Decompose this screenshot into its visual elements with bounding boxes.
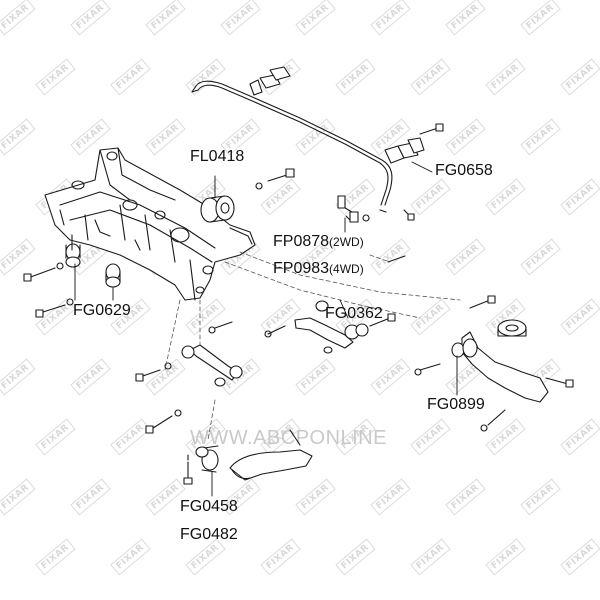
label-fg0362: FG0362	[325, 305, 383, 322]
leader-lines	[74, 161, 458, 497]
label-fl0418: FL0418	[190, 148, 245, 165]
bushing-fg0629-a	[65, 243, 81, 268]
bolt-fl0418	[255, 168, 295, 190]
label-fp0878-code: FP0878	[273, 233, 330, 250]
label-fp0983-note: (4WD)	[329, 262, 364, 276]
label-fg0482: FG0482	[180, 526, 238, 543]
subframe-bolts	[23, 234, 74, 318]
label-fp0983-code: FP0983	[273, 260, 330, 277]
rear-subframe	[44, 147, 256, 301]
label-fg0629: FG0629	[73, 302, 131, 319]
bushing-fl0418	[200, 195, 235, 223]
knuckle-fg0458	[183, 429, 313, 485]
stabilizer-bar	[191, 66, 393, 206]
stabilizer-link	[337, 195, 415, 263]
label-fg0658: FG0658	[435, 162, 493, 179]
bushing-fg0658	[384, 123, 444, 164]
label-fp0983: FP0983(4WD)	[273, 260, 364, 278]
trailing-arm-fg0899	[414, 295, 574, 432]
upper-arm-fg0362	[264, 300, 396, 354]
label-fp0878-note: (2WD)	[329, 235, 364, 249]
lower-link	[135, 321, 243, 434]
bushing-fg0629-b	[105, 263, 121, 288]
label-fg0899: FG0899	[427, 396, 485, 413]
site-watermark: WWW.ABCPONLINE	[190, 427, 388, 449]
label-fp0878: FP0878(2WD)	[273, 233, 364, 251]
assembly-guides	[164, 251, 461, 441]
label-fg0458: FG0458	[180, 498, 238, 515]
